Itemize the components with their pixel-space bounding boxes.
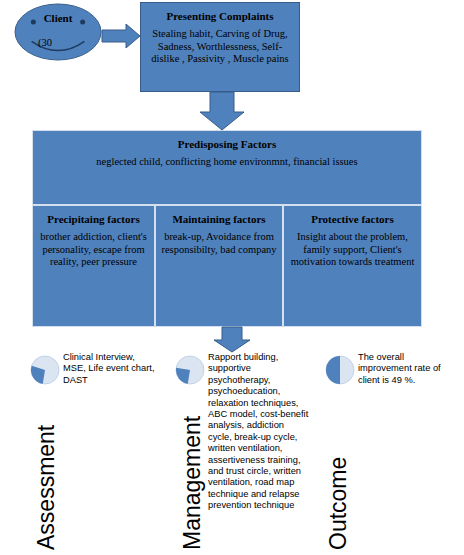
pie-icon [175,355,205,385]
block-arrow [102,24,140,48]
factor-box: Predisposing Factors neglected child, con… [32,130,422,205]
pie-wedge [326,356,340,384]
node-body: Stealing habit, Carving of Drug, Sadness… [146,28,294,66]
section-label: Assessment [34,425,58,550]
pie-item: Clinical Interview, MSE, Life event char… [30,352,158,412]
factor-box: Presenting ComplaintsStealing habit, Car… [140,2,300,92]
smiley-eye [31,20,36,25]
node-body: brother addiction, client's personality,… [38,231,149,269]
node-body: neglected child, conflicting home enviro… [38,156,416,169]
ellipse-outline [14,3,102,61]
pie-base [326,356,354,384]
node-body: Insight about the problem, family suppor… [289,231,416,269]
section-label: Management [180,416,204,550]
node-heading: Precipitaing factors [38,213,149,226]
pie-base [176,356,204,384]
section-label: Outcome [326,457,350,550]
pie-base [31,356,59,384]
pie-wedge [176,368,190,384]
smiley-eye [80,20,85,25]
item-text: Rapport building, supportive psychothera… [208,352,310,512]
block-arrow [214,327,250,352]
node-heading: Maintaining factors [161,213,277,226]
pie-item: The overall improvement rate of client i… [325,352,457,412]
factor-box: Precipitaing factors brother addiction, c… [32,205,155,327]
pie-icon [325,355,355,385]
factor-box: Protective factorsInsight about the prob… [283,205,422,327]
block-arrow [200,92,244,130]
node-heading: Client [14,3,102,25]
client-ellipse: Client (30 [14,3,102,61]
pie-wedge [31,366,45,384]
node-heading: Presenting Complaints [146,10,294,23]
item-text: The overall improvement rate of client i… [358,352,457,386]
node-heading: Predisposing Factors [38,138,416,151]
pie-icon [30,355,60,385]
ellipse-shape [15,4,101,60]
node-heading: Protective factors [289,213,416,226]
node-body: break-up, Avoidance from responsibilty, … [161,231,277,256]
node-body: (30 [14,37,102,49]
factor-box: Maintaining factors break-up, Avoidance f… [155,205,283,327]
item-text: Clinical Interview, MSE, Life event char… [63,352,158,386]
